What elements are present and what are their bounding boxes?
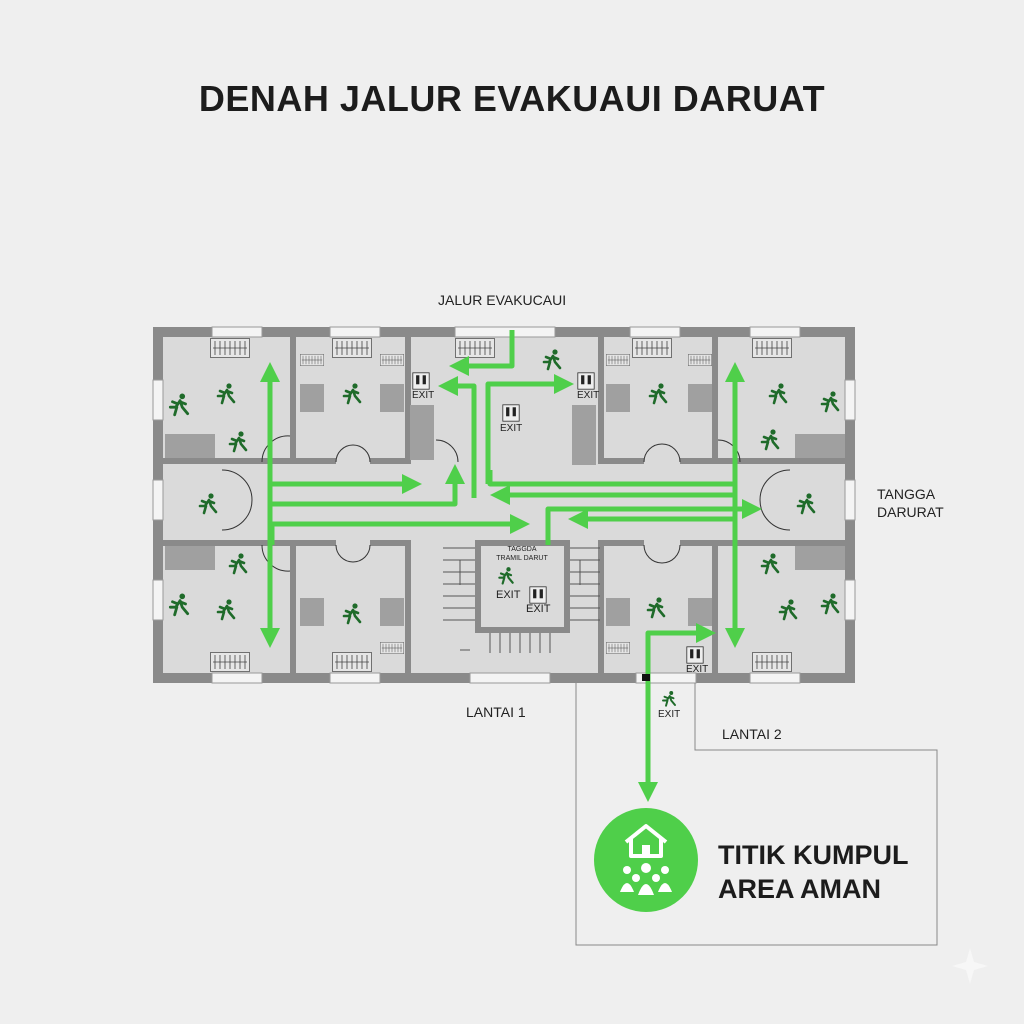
assembly-point-label: TITIK KUMPUL AREA AMAN — [718, 838, 908, 906]
evacuation-routes — [260, 330, 762, 802]
building-floor — [163, 337, 845, 673]
route-arrow — [272, 464, 465, 507]
stairs-label-line1: TANGGA — [877, 486, 936, 502]
floor2-label: LANTAI 2 — [722, 726, 782, 742]
exit-label: EXIT — [526, 603, 551, 615]
exit-label: EXIT — [686, 664, 708, 675]
exit-door-marker — [642, 674, 650, 681]
stairs-label-line2: DARURAT — [877, 504, 944, 520]
route-arrow — [545, 499, 762, 545]
windows — [152, 326, 856, 684]
assembly-line1: TITIK KUMPUL — [718, 840, 909, 870]
route-arrow — [485, 374, 574, 484]
exit-label: EXIT — [658, 709, 680, 720]
route-label: JALUR EVAKUCAUI — [438, 292, 567, 308]
assembly-line2: AREA AMAN — [718, 874, 881, 904]
stairs — [443, 547, 600, 653]
exit-label: EXIT — [496, 589, 521, 601]
stairwell-label-line1: TAGGDA — [507, 546, 536, 553]
interior-walls — [163, 337, 845, 673]
stairwell-label-line2: TRAMIL DARUT — [496, 555, 548, 562]
assembly-point-icon — [594, 808, 698, 912]
floor-outline — [575, 683, 938, 946]
exit-label: EXIT — [412, 390, 434, 401]
doors — [221, 435, 791, 572]
page-title: DENAH JALUR EVAKUAUI DARUAT — [198, 78, 826, 119]
floor1-label: LANTAI 1 — [466, 704, 526, 720]
route-arrow — [449, 330, 515, 376]
exit-labels: EXIT EXIT EXIT EXIT EXIT EXIT EXIT TAGGD… — [412, 390, 708, 720]
route-arrow — [438, 376, 477, 498]
exit-label: EXIT — [577, 390, 599, 401]
exit-label: EXIT — [500, 423, 522, 434]
sparkle-icon — [952, 948, 988, 984]
